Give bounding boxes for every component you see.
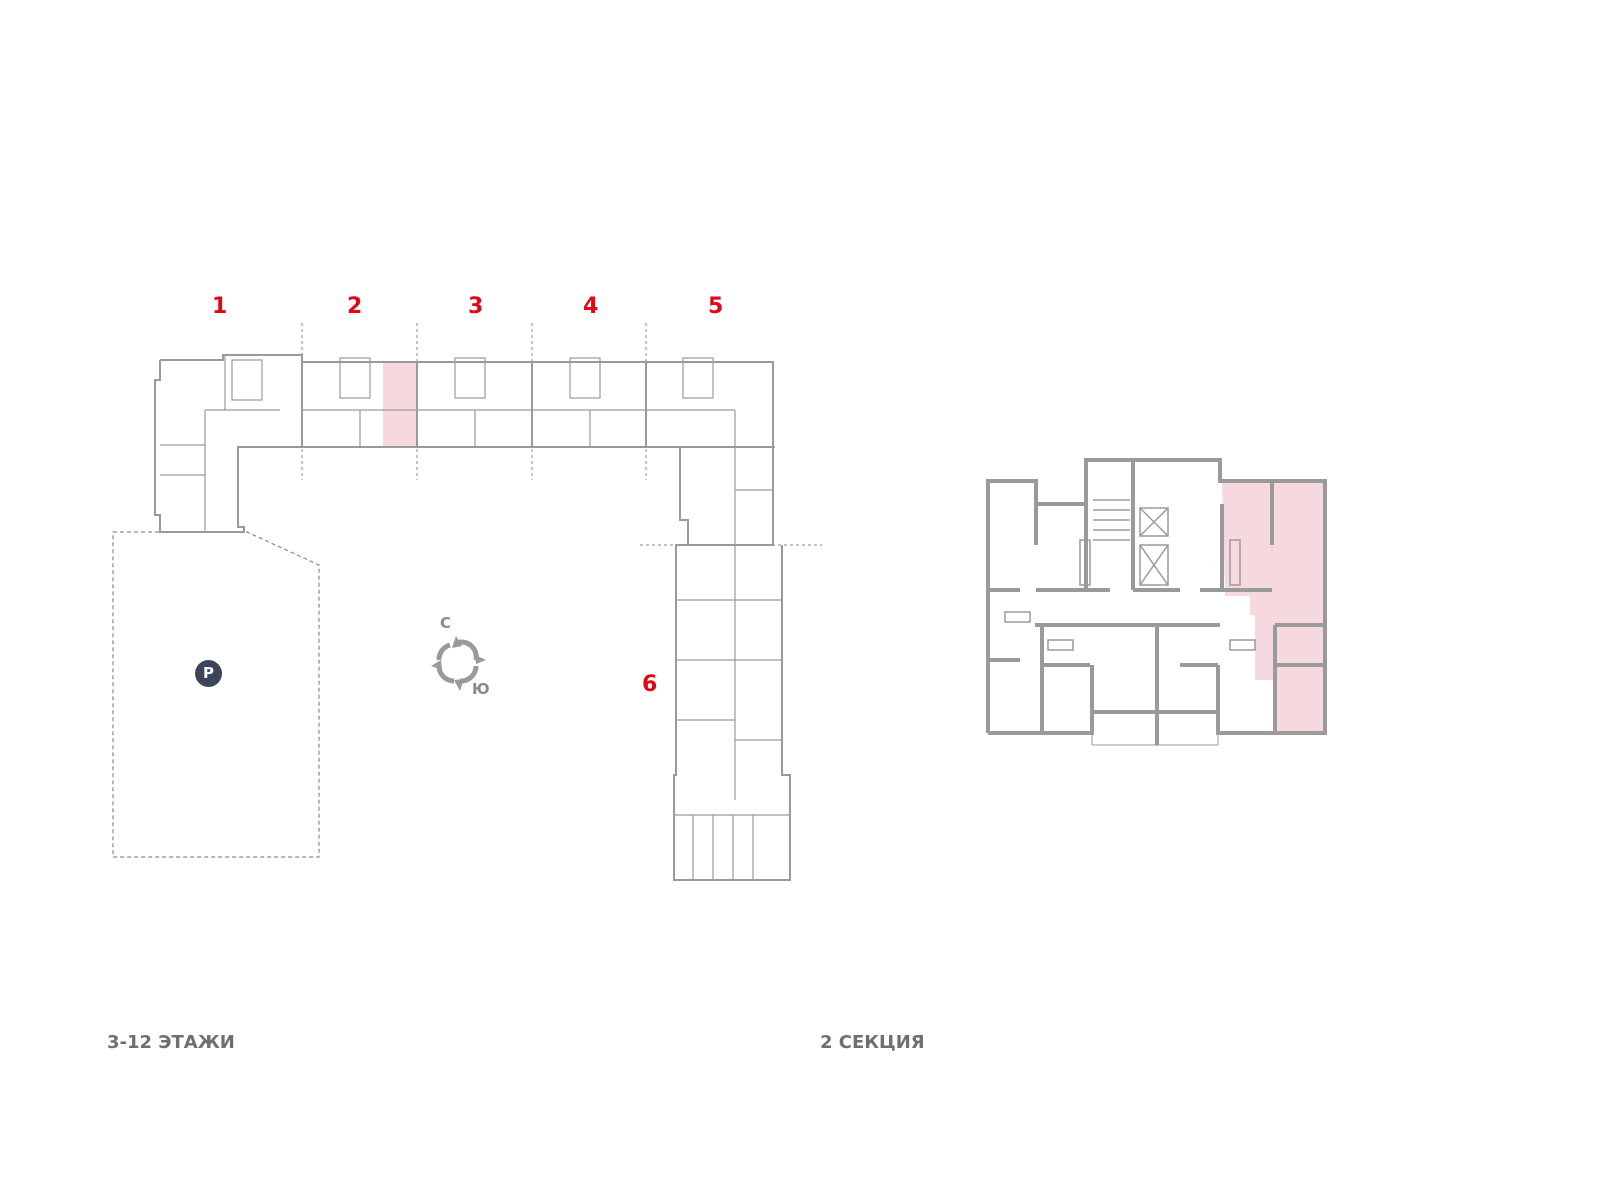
floors-caption: 3-12 ЭТАЖИ (107, 1032, 235, 1053)
section-dividers (301, 323, 822, 546)
highlighted-apartment-overview (383, 362, 417, 447)
section-label-2[interactable]: 2 (347, 294, 363, 319)
compass-north-label: С (440, 614, 452, 632)
section-label-5[interactable]: 5 (708, 294, 724, 319)
parking-icon: P (195, 660, 222, 687)
compass-icon (431, 636, 486, 691)
compass-south-label: Ю (472, 680, 490, 698)
section-label-6[interactable]: 6 (642, 672, 658, 697)
parking-area (112, 531, 320, 858)
section-label-3[interactable]: 3 (468, 294, 484, 319)
section-caption: 2 СЕКЦИЯ (820, 1032, 925, 1053)
building-overview (154, 354, 791, 881)
section-plan (986, 458, 1327, 746)
section-label-1[interactable]: 1 (212, 294, 228, 319)
highlighted-apartment (1222, 481, 1325, 733)
section-label-4[interactable]: 4 (583, 294, 599, 319)
